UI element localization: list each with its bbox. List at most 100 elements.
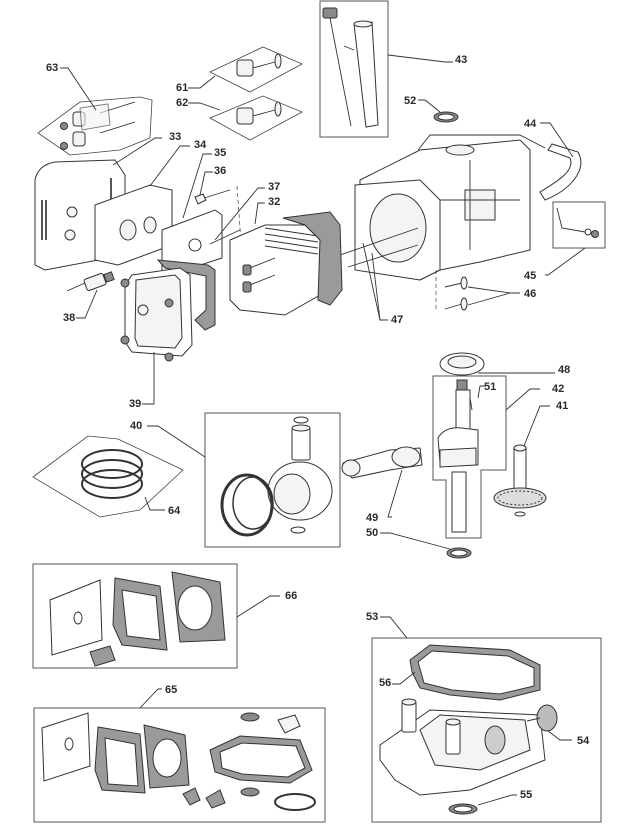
- leader-40: [147, 425, 206, 458]
- callout-50: 50: [366, 527, 378, 539]
- crankcase-gasket-illustration: [409, 644, 541, 701]
- mounting-bolts-illustration: [435, 270, 468, 312]
- leader-43: [387, 54, 453, 63]
- leader-66: [236, 595, 280, 618]
- callout-47: 47: [391, 314, 403, 326]
- breather-hose-illustration: [539, 143, 582, 201]
- callout-46: 46: [524, 288, 536, 300]
- bearing-illustration: [439, 352, 485, 376]
- linkage-spring: [591, 230, 599, 238]
- crankshaft-illustration: [437, 379, 479, 533]
- linkage-rod-illustration: [556, 207, 586, 233]
- callout-43: 43: [455, 54, 467, 66]
- callout-61: 61: [176, 82, 188, 94]
- callout-42: 42: [552, 383, 564, 395]
- callout-39: 39: [129, 398, 141, 410]
- leader-33: [112, 137, 162, 166]
- callout-45: 45: [524, 270, 536, 282]
- leader-49: [387, 469, 403, 518]
- callout-64: 64: [168, 505, 181, 517]
- callout-35: 35: [214, 147, 226, 159]
- head-bolt-1: [339, 227, 419, 256]
- stud-illustration: [209, 229, 241, 245]
- leader-32: [254, 202, 265, 225]
- callout-34: 34: [194, 139, 207, 151]
- valve-cover-illustration: [120, 267, 193, 362]
- leader-42: [505, 388, 540, 411]
- leader-34: [149, 145, 190, 187]
- connecting-rod-illustration: [341, 446, 423, 479]
- cylinder-head-illustration: [229, 224, 321, 316]
- oil-seal-upper-bore: [437, 113, 455, 121]
- leader-56: [392, 671, 416, 685]
- callout-66: 66: [285, 590, 297, 602]
- leader-64: [144, 496, 165, 511]
- head-gasket-set-box: [32, 563, 238, 669]
- dipstick-kit-box: [319, 0, 389, 138]
- callout-56: 56: [379, 677, 391, 689]
- leader-53: [380, 616, 408, 639]
- callout-51: 51: [484, 381, 496, 393]
- governor-gear-illustration: [526, 704, 558, 732]
- callout-53: 53: [366, 611, 378, 623]
- leader-46b: [467, 292, 511, 306]
- leader-61: [188, 75, 216, 89]
- spark-plug-illustration: [66, 271, 115, 292]
- callout-44: 44: [524, 118, 537, 130]
- callout-36: 36: [214, 165, 226, 177]
- head-gasket-illustration: [282, 211, 343, 306]
- linkage-washer: [584, 228, 592, 236]
- muffler-gasket-port: [188, 238, 202, 252]
- leader-65: [139, 688, 162, 709]
- leader-62: [188, 102, 221, 111]
- callout-38: 38: [63, 312, 75, 324]
- callout-48: 48: [558, 364, 570, 376]
- callout-41: 41: [556, 400, 568, 412]
- piston-ring-set-illustration: [32, 435, 184, 518]
- callout-65: 65: [165, 684, 177, 696]
- oil-seal-bore: [453, 805, 473, 813]
- head-bolt-2: [347, 244, 419, 268]
- leader-38: [76, 289, 98, 319]
- camshaft-illustration: [493, 444, 547, 517]
- leader-47b: [371, 252, 381, 321]
- rocker-arm-kit-illustration: [37, 96, 153, 156]
- leader-54: [547, 730, 572, 741]
- complete-gasket-set-box: [33, 707, 326, 823]
- callout-40: 40: [130, 420, 142, 432]
- callout-52: 52: [404, 95, 416, 107]
- callout-63: 63: [46, 62, 58, 74]
- dipstick-illustration: [322, 7, 379, 128]
- leader-41: [523, 405, 550, 447]
- callout-32: 32: [268, 196, 280, 208]
- crankcase-cover-box: [371, 637, 602, 823]
- complete-gasket-set-illustration: [41, 712, 316, 811]
- leader-50: [380, 532, 451, 550]
- muffler-illustration: [94, 184, 173, 266]
- exhaust-valve-kit-illustration: [209, 95, 303, 141]
- piston-kit-box: [204, 412, 341, 548]
- callout-37: 37: [268, 181, 280, 193]
- linkage-kit-box: [552, 201, 606, 249]
- leader-55: [477, 794, 517, 806]
- callout-33: 33: [169, 131, 181, 143]
- leader-37: [214, 187, 265, 241]
- leader-44: [540, 122, 574, 158]
- oil-seal-lower-bore: [450, 549, 468, 557]
- leader-63: [60, 67, 97, 111]
- leader-52: [418, 99, 441, 113]
- leader-51: [477, 385, 485, 399]
- callout-62: 62: [176, 97, 188, 109]
- leader-35: [182, 153, 212, 219]
- engine-block-illustration: [354, 134, 546, 281]
- callout-49: 49: [366, 512, 378, 524]
- crankshaft-box: [432, 375, 507, 539]
- leader-39: [142, 352, 155, 405]
- head-gasket-set-illustration: [49, 571, 226, 667]
- piston-kit-illustration: [220, 416, 333, 537]
- intake-valve-kit-illustration: [209, 46, 303, 93]
- callout-54: 54: [577, 735, 590, 747]
- leader-46a: [467, 286, 520, 294]
- callout-55: 55: [520, 789, 532, 801]
